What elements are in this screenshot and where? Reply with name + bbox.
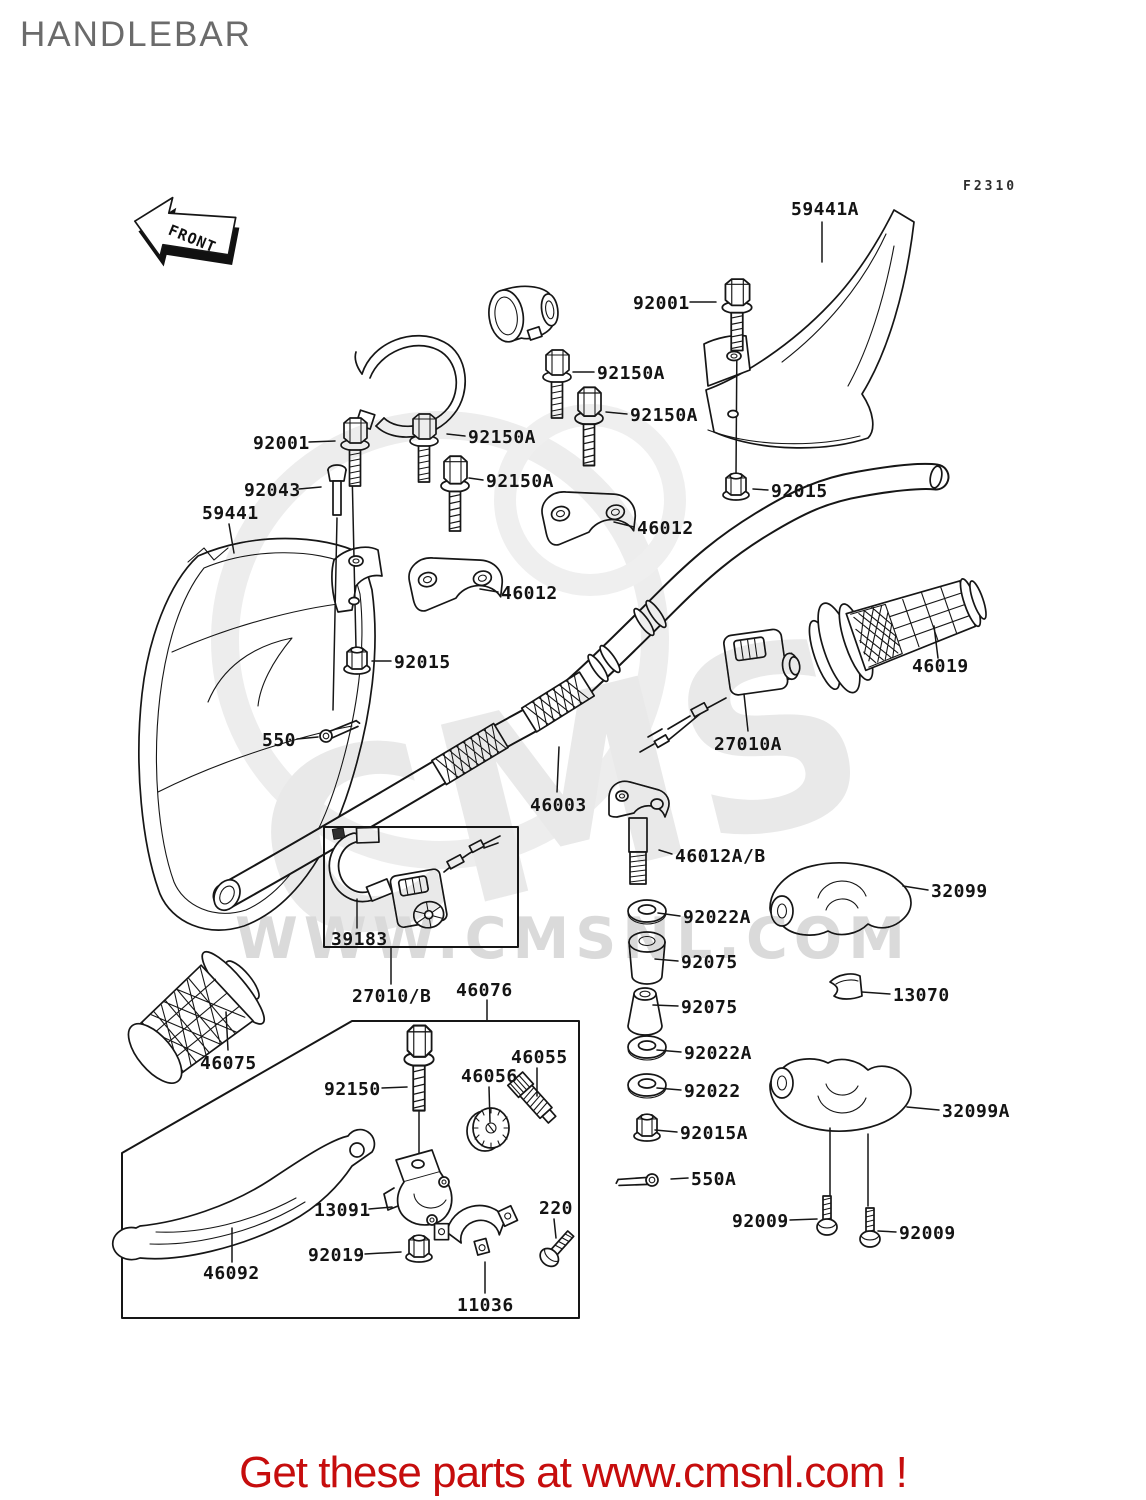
bar-end-left bbox=[213, 878, 241, 912]
nut-92015a bbox=[633, 1113, 661, 1142]
detail-box-46076 bbox=[121, 1020, 580, 1319]
part-label-59441a: 59441A bbox=[791, 199, 859, 220]
bar-knurl-right bbox=[520, 671, 596, 733]
part-label-92015a: 92015A bbox=[680, 1123, 748, 1144]
leader-pin-to-cotter bbox=[332, 517, 338, 711]
bar-clamp-46012-lower bbox=[404, 542, 507, 616]
nut-92015-left bbox=[343, 646, 371, 675]
part-label-92022: 92022 bbox=[684, 1081, 741, 1102]
part-label-32099: 32099 bbox=[931, 881, 988, 902]
bar-ring bbox=[587, 653, 609, 683]
part-label-92019: 92019 bbox=[308, 1245, 365, 1266]
part-label-92075-upper: 92075 bbox=[681, 952, 738, 973]
bolt-92150 bbox=[403, 1024, 435, 1112]
part-label-46055: 46055 bbox=[511, 1047, 568, 1068]
part-label-13070: 13070 bbox=[893, 985, 950, 1006]
cms-watermark: CMS WWW.CMSNL.COM bbox=[211, 404, 911, 1009]
part-label-220: 220 bbox=[539, 1198, 573, 1219]
bracket-hole bbox=[726, 350, 742, 362]
throttle-grip-46019 bbox=[808, 578, 987, 694]
part-label-39183: 39183 bbox=[331, 929, 388, 950]
half-clamp-11036 bbox=[433, 1204, 519, 1256]
part-label-92150a-1: 92150A bbox=[597, 363, 665, 384]
bracket-hole-lower bbox=[727, 409, 739, 419]
part-label-11036: 11036 bbox=[457, 1295, 514, 1316]
part-label-46012ab: 46012A/B bbox=[675, 846, 766, 867]
friction-piece-13070 bbox=[829, 973, 863, 1000]
watermark-logo-swirl-small bbox=[494, 404, 686, 596]
footer-link[interactable]: Get these parts at www.cmsnl.com ! bbox=[239, 1448, 908, 1497]
part-label-92022a-upper: 92022A bbox=[683, 907, 751, 928]
engine-stop-switch-27010a bbox=[723, 628, 801, 696]
lever-holder-13091 bbox=[383, 1149, 453, 1226]
part-label-92015-right: 92015 bbox=[771, 481, 828, 502]
part-label-59441: 59441 bbox=[202, 503, 259, 524]
part-label-27010b: 27010/B bbox=[352, 986, 431, 1007]
part-label-92009-left: 92009 bbox=[732, 1211, 789, 1232]
watermark-url-text: WWW.CMSNL.COM bbox=[235, 906, 911, 972]
grommet-92075-lower bbox=[627, 987, 663, 1036]
lever-holder-clamp-32099a bbox=[769, 1058, 912, 1132]
detail-box-39183 bbox=[323, 826, 519, 948]
part-label-92015-left: 92015 bbox=[394, 652, 451, 673]
holder-46012ab bbox=[608, 780, 670, 885]
screw-220 bbox=[539, 1230, 575, 1268]
bracket-hole-inner bbox=[352, 558, 360, 564]
figure-code: F2310 bbox=[963, 179, 1017, 194]
front-direction-arrow: FRONT bbox=[133, 196, 240, 267]
screw-92009-right bbox=[859, 1207, 881, 1248]
part-label-550: 550 bbox=[262, 730, 296, 751]
bar-ring bbox=[599, 644, 621, 674]
watermark-logo-swirl bbox=[211, 411, 669, 869]
clutch-lever-46092 bbox=[111, 1128, 376, 1261]
part-label-27010a: 27010A bbox=[714, 734, 782, 755]
bolt-92150a-4 bbox=[440, 455, 470, 532]
cotter-pin-550a bbox=[614, 1166, 661, 1198]
pin-92043 bbox=[327, 464, 347, 516]
part-label-46012-lower: 46012 bbox=[501, 583, 558, 604]
part-label-92075-lower: 92075 bbox=[681, 997, 738, 1018]
bracket-hole bbox=[348, 555, 364, 567]
part-label-46092: 46092 bbox=[203, 1263, 260, 1284]
bracket-hole-inner bbox=[730, 353, 738, 359]
throttle-gear-46056 bbox=[466, 1107, 510, 1152]
grommet-92075-upper bbox=[628, 931, 666, 985]
part-label-550a: 550A bbox=[691, 1169, 736, 1190]
nut-92015-right bbox=[722, 472, 750, 501]
washer-92022a-lower bbox=[627, 1035, 667, 1061]
part-label-92022a-lower: 92022A bbox=[684, 1043, 752, 1064]
cable-adjuster-46055 bbox=[506, 1071, 557, 1124]
bar-end-right bbox=[929, 465, 943, 489]
switch-wire-27010a bbox=[639, 697, 727, 753]
nut-92019 bbox=[405, 1234, 433, 1263]
hand-guard-left-bracket bbox=[331, 546, 383, 613]
part-label-13091: 13091 bbox=[314, 1200, 371, 1221]
part-label-92001-left: 92001 bbox=[253, 433, 310, 454]
part-label-92001-top: 92001 bbox=[633, 293, 690, 314]
part-label-92150a-2: 92150A bbox=[630, 405, 698, 426]
washer-92022 bbox=[627, 1073, 667, 1099]
left-grip-46075 bbox=[127, 950, 266, 1084]
leader-clamp-to-screws bbox=[829, 1127, 869, 1207]
part-label-46075: 46075 bbox=[200, 1053, 257, 1074]
cable-clamp-92170 bbox=[488, 285, 559, 343]
part-label-92150: 92150 bbox=[324, 1079, 381, 1100]
switch-27010b bbox=[389, 868, 448, 929]
bracket-hole-lower bbox=[348, 596, 360, 606]
bar-knurl-left bbox=[431, 722, 509, 786]
part-label-46019: 46019 bbox=[912, 656, 969, 677]
part-label-32099a: 32099A bbox=[942, 1101, 1010, 1122]
part-label-92009-right: 92009 bbox=[899, 1223, 956, 1244]
front-arrow-face bbox=[133, 196, 237, 258]
part-label-46076: 46076 bbox=[456, 980, 513, 1001]
screw-92009-left bbox=[816, 1195, 838, 1236]
page-title: HANDLEBAR bbox=[20, 15, 252, 54]
part-label-46056: 46056 bbox=[461, 1066, 518, 1087]
